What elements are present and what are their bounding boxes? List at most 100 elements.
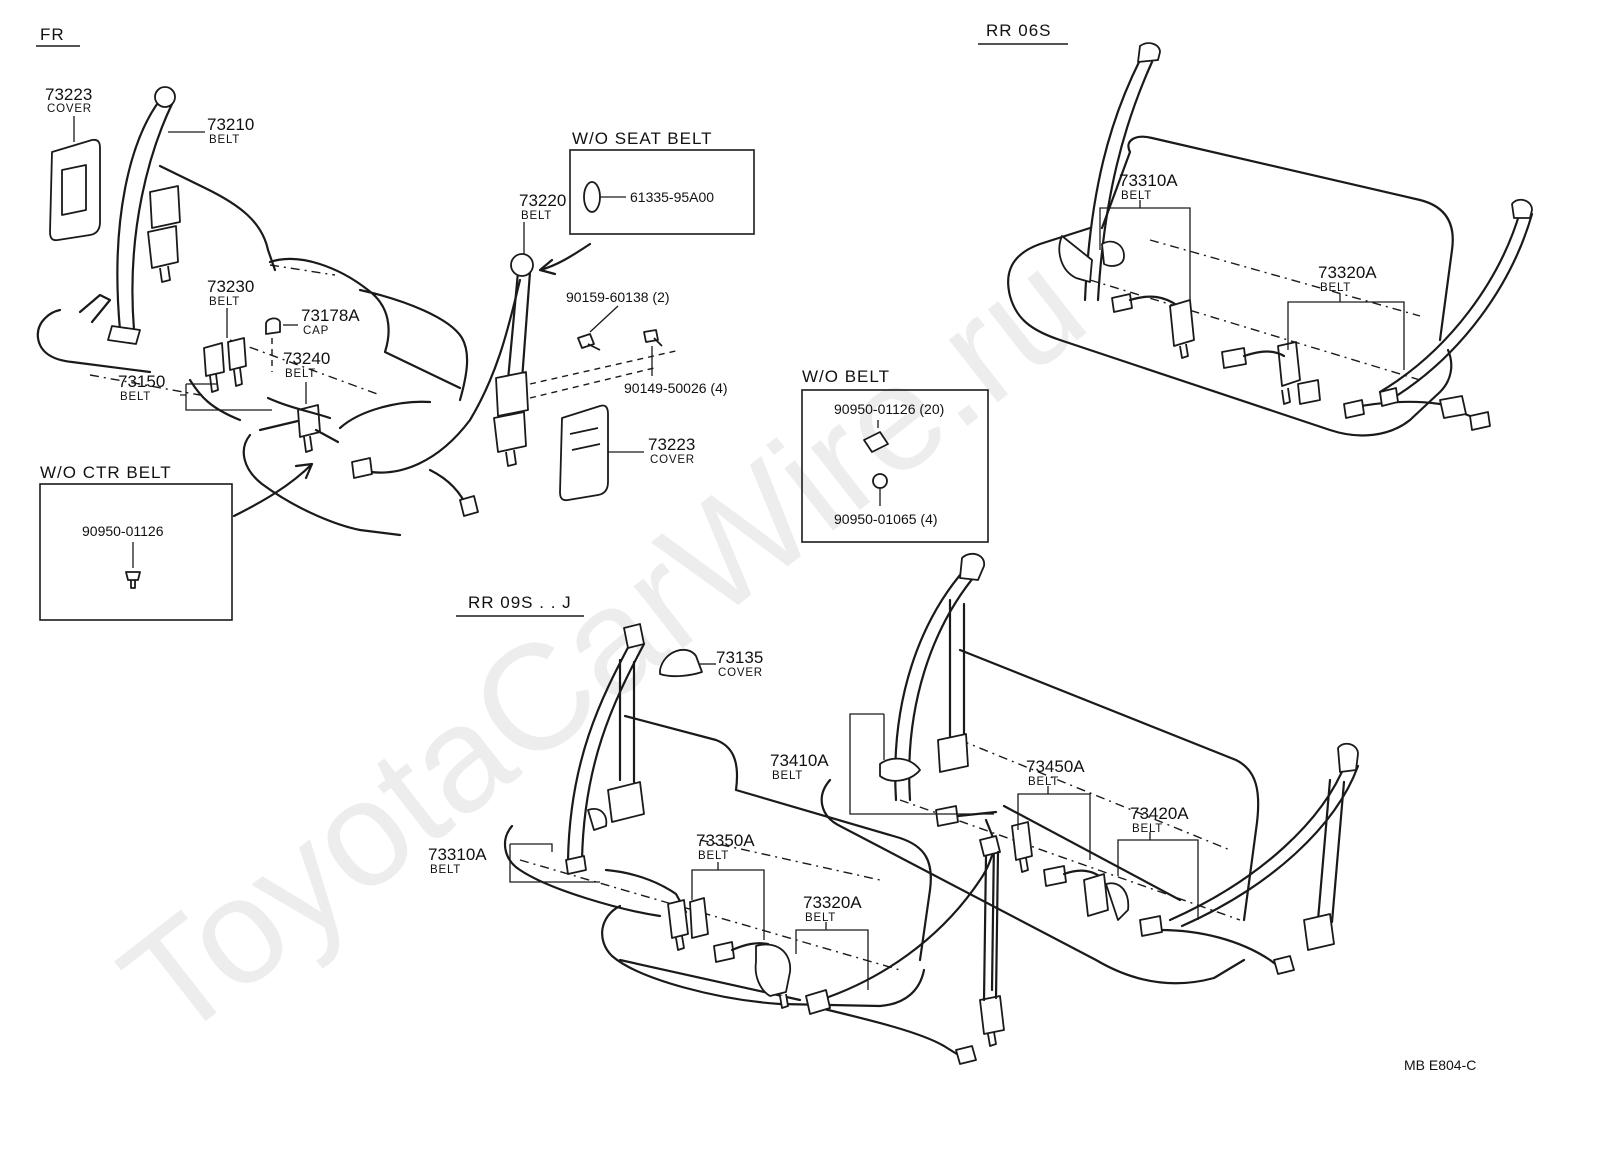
rear-09s-second-row-centerline <box>519 839 901 971</box>
label-73223-left-num: 73223 <box>45 85 92 104</box>
rear-09s-3rd-right-retractor <box>1303 913 1335 951</box>
box-wo-ctr-belt <box>39 483 233 621</box>
label-73320a-bottom-num: 73320A <box>803 893 862 912</box>
label-73135-name: COVER <box>718 667 763 679</box>
rear-06s-labels: 73310A BELT 73320A BELT <box>1119 171 1377 294</box>
bracket-73320a-bottom <box>795 922 869 990</box>
rear-09s-second-row-outline <box>503 714 932 1008</box>
label-73230-num: 73230 <box>207 277 254 296</box>
front-seat-centerline <box>89 264 381 396</box>
plug-90950-01126 <box>863 431 889 453</box>
code-90950-01065-4: 90950-01065 (4) <box>834 511 938 527</box>
label-73220-name: BELT <box>521 210 552 222</box>
label-73240-num: 73240 <box>283 349 330 368</box>
bracket-73350a <box>691 862 765 940</box>
cap-73178a <box>265 317 281 335</box>
belt-73220-anchor <box>510 253 534 277</box>
rear-06s-tongue <box>1111 293 1133 313</box>
rear-09s-labels: 73135 COVER 73410A BELT 73450A BELT 7342… <box>428 648 1189 924</box>
belt-73220-retractor <box>493 371 529 467</box>
rear-09s-3rd-right-tongue <box>1139 915 1295 975</box>
arrow-wo-seat-belt <box>538 242 592 276</box>
box-wo-seat-belt-title: W/O SEAT BELT <box>572 129 713 148</box>
label-73135-num: 73135 <box>716 648 763 667</box>
label-73410a-num: 73410A <box>770 751 829 770</box>
code-90950-01126-ctr: 90950-01126 <box>82 523 164 539</box>
drawing-code: MB E804-C <box>1404 1057 1476 1073</box>
rear-09s-third-row-centerline <box>899 739 1241 921</box>
rear-09s-3rd-center-buckles <box>1011 821 1067 887</box>
front-lap-belt-end <box>459 495 479 517</box>
belt-73240-strap <box>266 396 340 444</box>
rear-09s-3rd-tongue <box>935 805 959 827</box>
rear-09s-3rd-right-anchor <box>1337 742 1359 773</box>
belt-73210-retractor <box>147 185 181 283</box>
bolt-90149 <box>643 329 663 347</box>
code-61335-95a00: 61335-95A00 <box>630 189 714 205</box>
bracket-73310a-bottom <box>509 843 600 883</box>
label-73210-name: BELT <box>209 134 240 146</box>
section-title-rr06s: RR 06S <box>986 21 1052 40</box>
rear-09s-3rd-retractor <box>879 733 969 782</box>
section-title-rr09s: RR 09S . . J <box>468 593 572 612</box>
label-73410a-name: BELT <box>772 770 803 782</box>
cover-73223-left <box>49 138 101 242</box>
label-73223-left-name: COVER <box>47 103 92 115</box>
bracket-73420a <box>1117 832 1199 920</box>
label-73220-num: 73220 <box>519 191 566 210</box>
grommet-61335 <box>583 181 601 213</box>
label-73210-num: 73210 <box>207 115 254 134</box>
label-73310a-top-name: BELT <box>1121 190 1152 202</box>
plug-90950-01065 <box>872 473 888 489</box>
box-wo-belt <box>801 389 989 543</box>
rear-09s-2nd-right-belt <box>818 838 998 1058</box>
label-73320a-top-num: 73320A <box>1318 263 1377 282</box>
belt-73210-floor-anchor <box>78 293 112 324</box>
label-73450a-num: 73450A <box>1026 757 1085 776</box>
label-73150-num: 73150 <box>118 372 165 391</box>
label-73420a-name: BELT <box>1132 823 1163 835</box>
label-73310a-top-num: 73310A <box>1119 171 1178 190</box>
buckle-73230-b <box>227 337 247 387</box>
bolt-90950-01126 <box>125 571 141 589</box>
rear-09s-2nd-right-buckle <box>754 943 791 1009</box>
belt-73220-webbing <box>506 270 532 382</box>
label-73223-right-name: COVER <box>650 454 695 466</box>
label-73178a-name: CAP <box>303 325 329 337</box>
code-90149-50026: 90149-50026 (4) <box>624 380 728 396</box>
label-73310a-bottom-name: BELT <box>430 864 461 876</box>
label-73230-name: BELT <box>209 296 240 308</box>
code-90159-60138: 90159-60138 (2) <box>566 289 670 305</box>
arrow-wo-ctr-belt <box>232 462 314 518</box>
bolt-90159 <box>577 333 601 351</box>
rear-06s-right-end <box>1439 395 1491 431</box>
front-seat-outline <box>36 164 469 537</box>
rear-06s-right-belt <box>1348 210 1534 422</box>
section-title-fr: FR <box>40 25 65 44</box>
rear-09s-2nd-retractor <box>587 781 645 831</box>
rear-09s-2nd-left-anchor <box>623 623 645 649</box>
bracket-73320a-top <box>1287 294 1405 370</box>
front-labels: 73223 COVER 73210 BELT 73230 BELT 73178A… <box>45 85 728 466</box>
label-73223-right-num: 73223 <box>648 435 695 454</box>
cover-73223-right <box>559 404 609 502</box>
label-73350a-name: BELT <box>698 850 729 862</box>
bolt-reference-lines <box>529 349 681 399</box>
box-wo-belt-title: W/O BELT <box>802 367 890 386</box>
label-73178a-num: 73178A <box>301 306 360 325</box>
rear-09s-2nd-center-strap <box>604 868 688 914</box>
rear-09s-3rd-right-buckle <box>1083 873 1130 921</box>
rear-09s-group: RR 09S . . J <box>456 552 1360 1065</box>
rear-06s-buckle-pair <box>1221 341 1321 405</box>
label-73240-name: BELT <box>285 368 316 380</box>
rear-09s-3rd-right-belt <box>1158 760 1360 974</box>
bracket-73310a-top <box>1099 200 1191 300</box>
code-90950-01126-20: 90950-01126 (20) <box>834 401 944 417</box>
rear-06s-left-retractor <box>1058 235 1125 283</box>
label-73150-name: BELT <box>120 391 151 403</box>
rear-09s-3rd-left-belt <box>894 566 980 802</box>
belt-73210-anchor <box>154 86 176 108</box>
bracket-73410a <box>849 713 994 815</box>
rear-09s-3rd-pillar-strap <box>982 850 1000 1002</box>
